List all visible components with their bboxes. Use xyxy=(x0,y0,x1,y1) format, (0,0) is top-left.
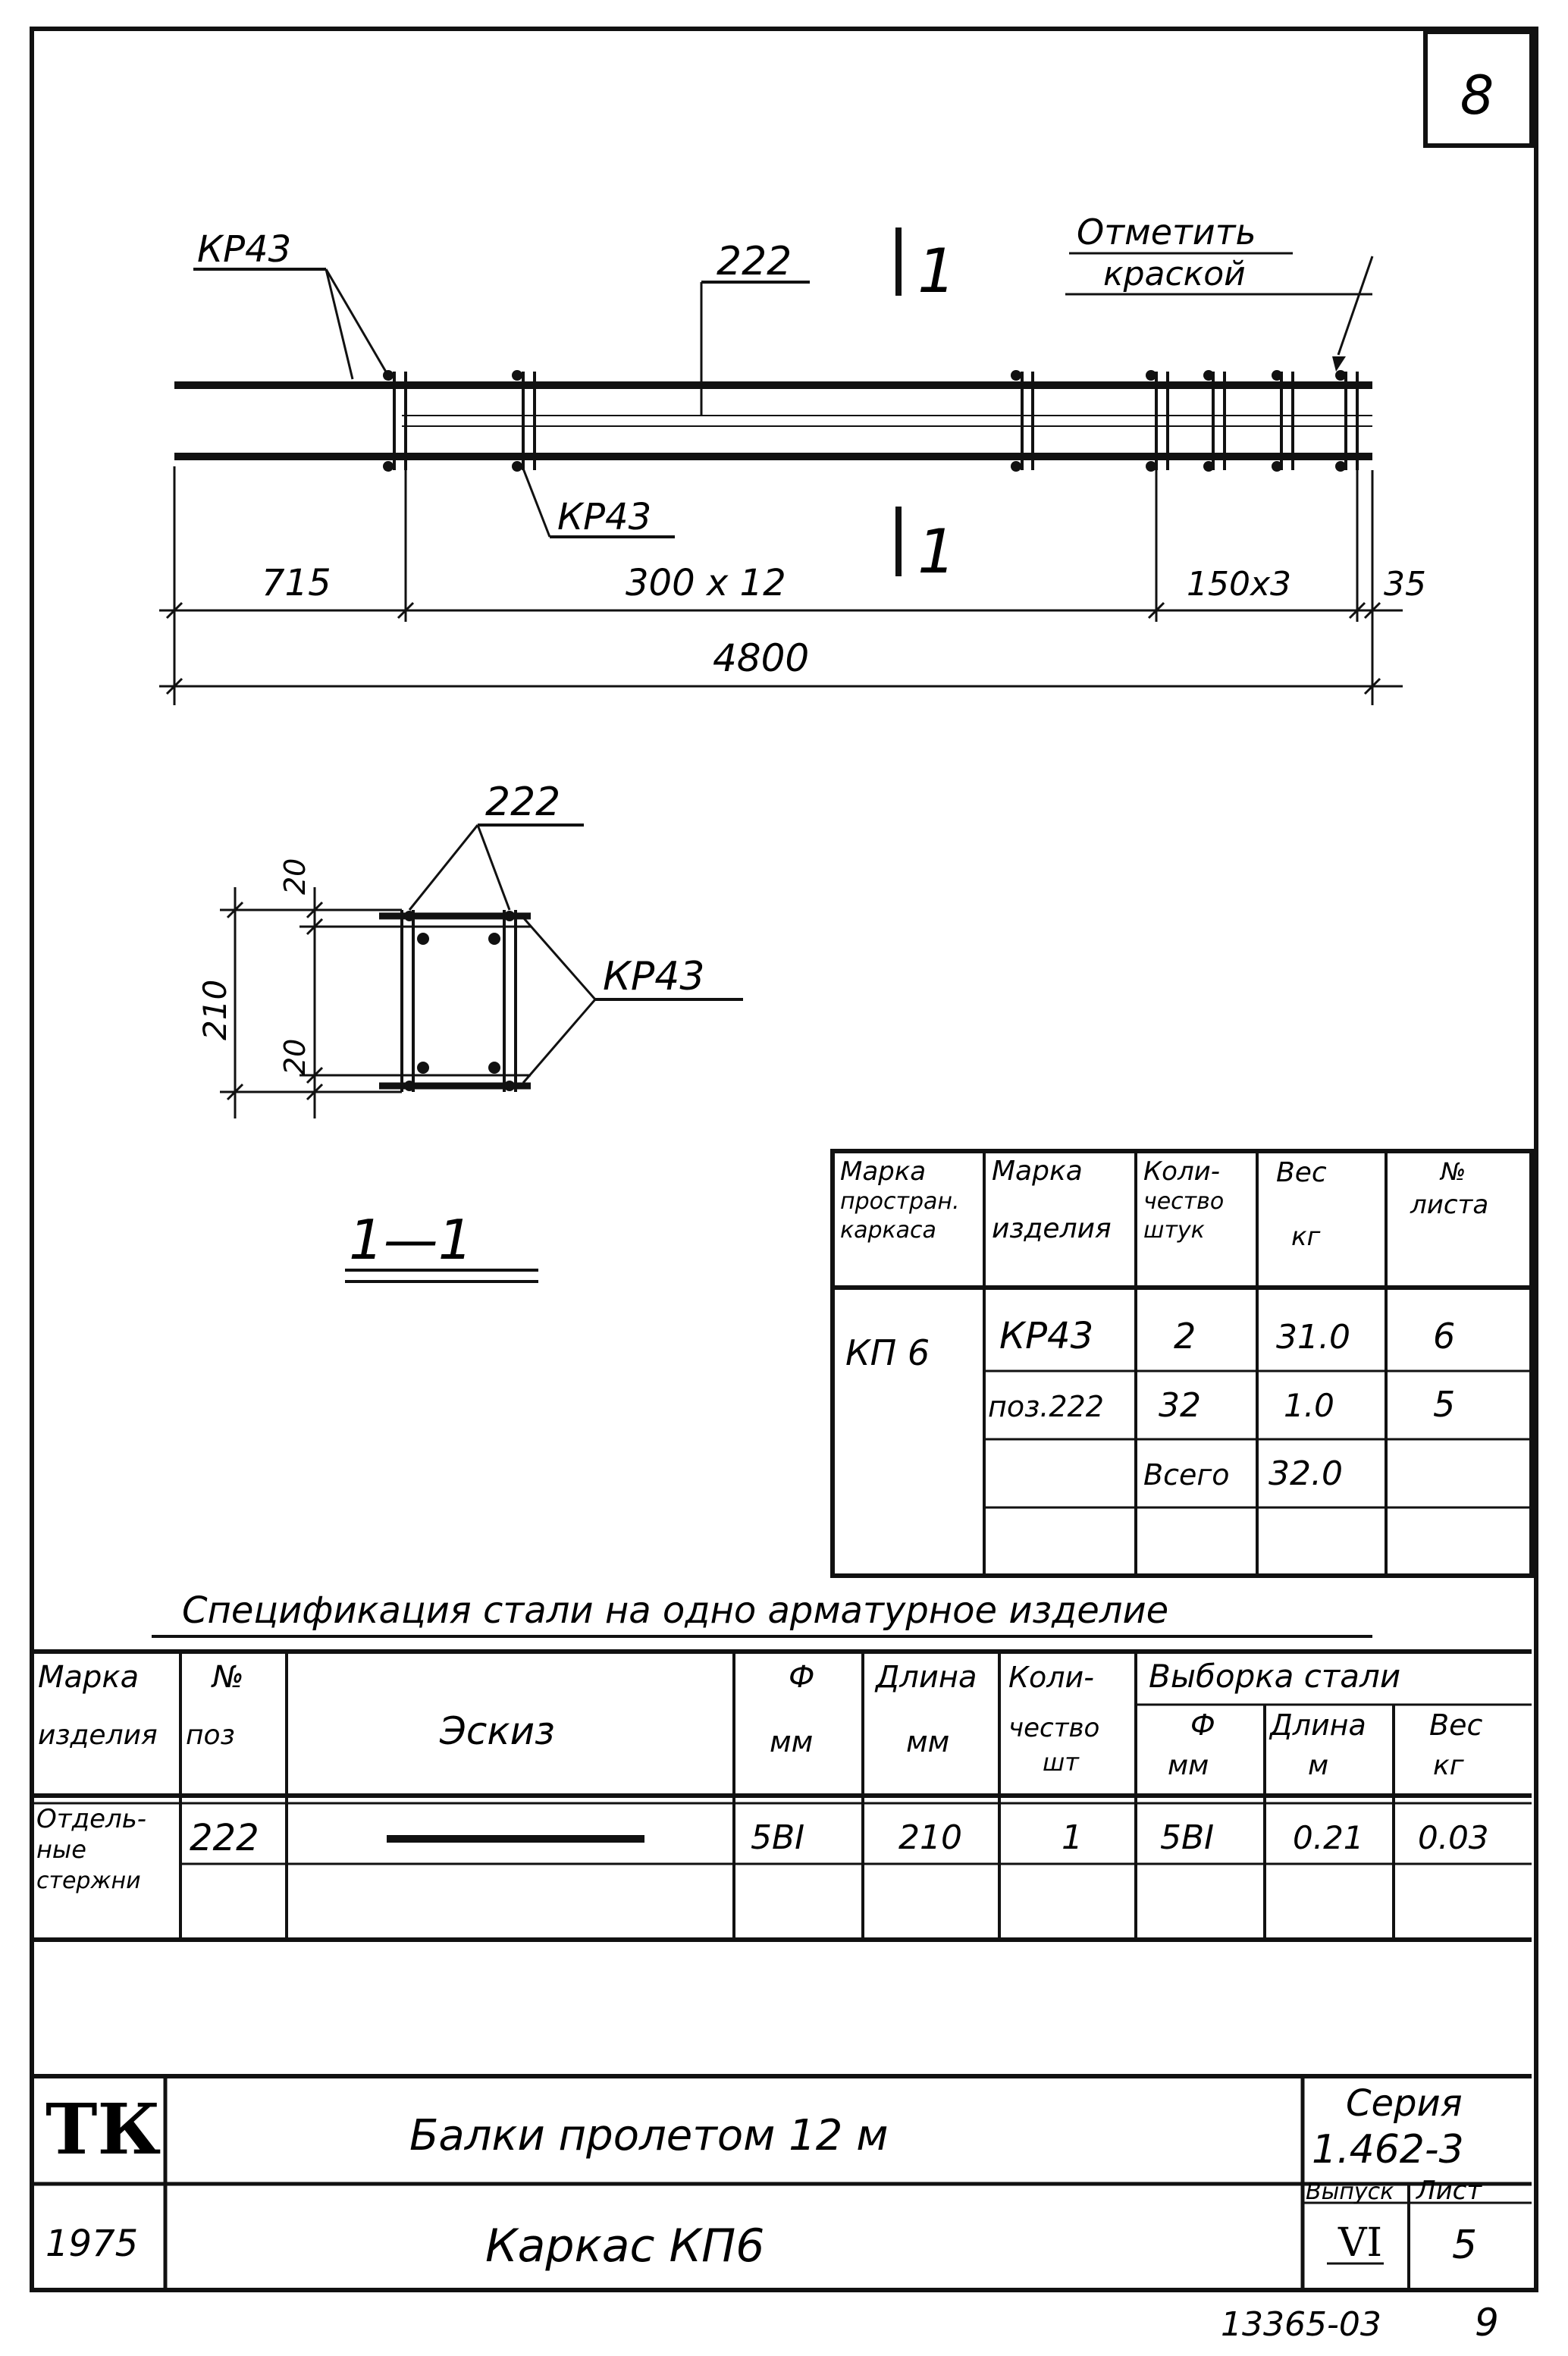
tb-series-label: Серия xyxy=(1346,2082,1463,2125)
section-dim-bottom: 20 xyxy=(278,1039,312,1075)
dim-4800: 4800 xyxy=(713,636,809,680)
st-h-pos-l2: поз xyxy=(186,1720,235,1751)
st-r-mark-l1: Отдель- xyxy=(36,1804,146,1834)
ft-header-1-l1: Марка xyxy=(840,1156,926,1187)
label-kr43-bottom: КР43 xyxy=(557,496,651,538)
ft-header-5-l3: листа xyxy=(1410,1190,1488,1220)
st-h-mark-l2: изделия xyxy=(38,1720,158,1751)
ft-header-5-l1: № xyxy=(1439,1157,1466,1186)
section-dim-top: 20 xyxy=(278,858,312,895)
label-kr43-top: КР43 xyxy=(197,228,291,271)
st-h-seldia-l1: Ф xyxy=(1190,1708,1215,1742)
st-r-dia: 5ВI xyxy=(751,1818,804,1857)
ft-r2-mark: поз.222 xyxy=(988,1390,1104,1423)
ft-r2-weight: 1.0 xyxy=(1284,1387,1334,1424)
st-h-len-l1: Длина xyxy=(874,1660,977,1695)
note-line1: Отметить xyxy=(1077,212,1256,253)
st-h-seldia-l2: мм xyxy=(1168,1750,1209,1781)
ft-header-2-l3: изделия xyxy=(992,1213,1112,1244)
st-h-len-l2: мм xyxy=(906,1725,949,1758)
st-h-mark-l1: Марка xyxy=(38,1660,139,1695)
tk-logo: ТК xyxy=(45,2088,161,2170)
ft-header-3-l2: чество xyxy=(1143,1188,1224,1215)
st-h-qty-l1: Коли- xyxy=(1008,1661,1094,1694)
st-r-selw: 0.03 xyxy=(1418,1819,1489,1856)
tb-title2: Каркас КП6 xyxy=(485,2220,764,2273)
ft-r1-weight: 31.0 xyxy=(1276,1318,1350,1357)
st-h-selection: Выборка стали xyxy=(1149,1658,1400,1695)
section-title: 1—1 xyxy=(349,1208,473,1272)
tb-title1: Балки пролетом 12 м xyxy=(409,2111,888,2160)
st-h-sketch: Эскиз xyxy=(439,1709,555,1753)
st-r-seldia: 5ВI xyxy=(1160,1818,1214,1857)
tb-series: 1.462-3 xyxy=(1312,2127,1464,2172)
frame-table: Марка простран. каркаса Марка изделия Ко… xyxy=(830,1149,1534,1578)
ft-r1-sheet: 6 xyxy=(1433,1316,1455,1357)
ft-total-label: Всего xyxy=(1143,1458,1230,1492)
spec-table: Марка изделия № поз Эскиз Ф мм Длина мм … xyxy=(32,1649,1532,1942)
ft-header-3-l1: Коли- xyxy=(1143,1156,1220,1187)
label-222-top: 222 xyxy=(717,239,792,284)
st-r-mark-l3: стержни xyxy=(36,1868,141,1894)
section-label-kr43: КР43 xyxy=(603,954,704,999)
st-r-pos: 222 xyxy=(190,1817,259,1859)
spec-title: Спецификация стали на одно арматурное из… xyxy=(182,1589,1168,1632)
st-r-qty: 1 xyxy=(1062,1818,1083,1857)
st-h-dia-l1: Ф xyxy=(789,1660,814,1695)
st-h-sellen-l2: м xyxy=(1308,1750,1328,1781)
ft-r2-qty: 32 xyxy=(1159,1386,1201,1425)
st-h-sellen-l1: Длина xyxy=(1269,1708,1366,1742)
dim-715: 715 xyxy=(262,562,331,604)
section-label-222: 222 xyxy=(485,780,560,825)
ft-header-2-l1: Марка xyxy=(992,1156,1083,1187)
st-r-mark-l2: ные xyxy=(36,1835,86,1864)
ft-r1-qty: 2 xyxy=(1174,1316,1196,1357)
section-mark-top: 1 xyxy=(917,236,956,306)
st-h-pos-l1: № xyxy=(211,1660,244,1695)
st-r-length: 210 xyxy=(898,1818,962,1857)
sheet-number-box xyxy=(1423,30,1534,148)
ft-header-3-l3: штук xyxy=(1143,1217,1205,1244)
tb-issue-label: Выпуск xyxy=(1306,2179,1394,2205)
st-h-selw-l1: Вес xyxy=(1429,1708,1482,1742)
elevation-view: КР43 222 1 1 Отметить краской КР43 xyxy=(159,212,1426,705)
ft-frame-mark: КП 6 xyxy=(845,1332,930,1373)
dim-150x3: 150x3 xyxy=(1187,565,1291,604)
ft-r1-mark: КР43 xyxy=(999,1315,1093,1357)
section-dim-210: 210 xyxy=(196,980,234,1040)
title-block: ТК 1975 Балки пролетом 12 м Каркас КП6 С… xyxy=(32,2074,1532,2290)
ft-total-weight: 32.0 xyxy=(1269,1454,1343,1493)
note-line2: краской xyxy=(1103,255,1246,293)
ft-header-1-l2: простран. xyxy=(840,1188,960,1215)
bottom-page: 9 xyxy=(1475,2301,1499,2345)
dim-300x12: 300 x 12 xyxy=(626,562,786,604)
sheet-frame xyxy=(30,27,1538,2292)
section-view: 222 КР43 20 210 20 1—1 xyxy=(196,780,743,1283)
dim-35: 35 xyxy=(1384,565,1426,604)
ft-header-4-l3: кг xyxy=(1291,1222,1322,1252)
bottom-note: 13365-03 xyxy=(1221,2305,1381,2344)
st-r-sellen: 0.21 xyxy=(1293,1819,1364,1856)
tb-sheet: 5 xyxy=(1452,2223,1477,2268)
tb-sheet-label: Лист xyxy=(1415,2176,1482,2206)
ft-header-1-l3: каркаса xyxy=(840,1217,936,1244)
ft-r2-sheet: 5 xyxy=(1433,1384,1455,1425)
st-h-selw-l2: кг xyxy=(1433,1750,1465,1781)
section-mark-bottom: 1 xyxy=(917,516,956,587)
ft-header-4-l1: Вес xyxy=(1276,1157,1327,1188)
tb-issue: VI xyxy=(1338,2220,1382,2266)
tb-year: 1975 xyxy=(45,2223,138,2265)
st-h-qty-l2: чество xyxy=(1008,1713,1099,1743)
st-h-dia-l2: мм xyxy=(770,1725,813,1758)
st-h-qty-l3: шт xyxy=(1043,1748,1080,1777)
sheet-number: 8 xyxy=(1460,64,1494,127)
